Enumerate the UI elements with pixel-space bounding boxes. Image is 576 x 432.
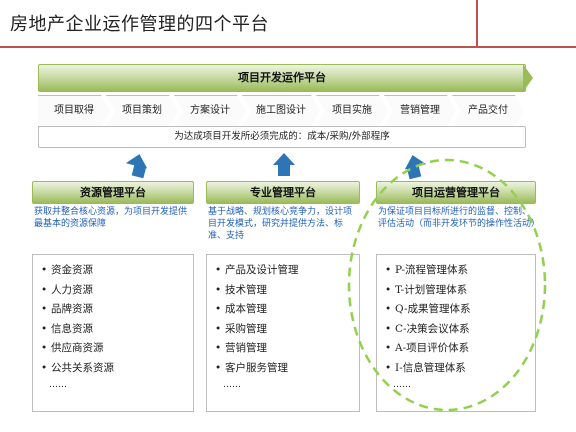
list-item: •I-信息管理体系	[385, 361, 466, 374]
platform-resource-list: •资金资源 •人力资源 •品牌资源 •信息资源 •供应商资源 •公共关系资源 ……	[32, 254, 194, 412]
list-item: •技术管理	[215, 283, 267, 296]
step-3: 方案设计	[174, 95, 246, 127]
platform-professional-header: 专业管理平台	[206, 181, 360, 204]
title-underline	[0, 46, 576, 48]
step-7: 产品交付	[452, 95, 524, 127]
list-item: •营销管理	[215, 342, 267, 354]
list-item: •C-决策会议体系	[385, 322, 470, 335]
platform-professional-list: •产品及设计管理 •技术管理 •成本管理 •采购管理 •营销管理 •客户服务管理…	[206, 254, 360, 412]
list-item: •供应商资源	[41, 342, 104, 354]
step-4: 施工图设计	[242, 95, 320, 127]
project-dev-platform-band: 项目开发运作平台	[38, 64, 526, 92]
list-more: ……	[223, 380, 241, 390]
platform-professional-desc: 基于战略、规划核心竞争力，设计项目开发模式，研究并提供方法、标准、支持	[208, 207, 353, 241]
platform-operation-header: 项目运营管理平台	[376, 181, 536, 204]
requirement-bar: 为达成项目开发所必须完成的：成本/采购/外部程序	[38, 126, 526, 148]
list-item: •P-流程管理体系	[385, 264, 469, 276]
process-steps: 项目取得 项目策划 方案设计 施工图设计 项目实施 营销管理 产品交付	[38, 95, 524, 125]
platform-operation-list: •P-流程管理体系 •T-计划管理体系 •Q-成果管理体系 •C-决策会议体系 …	[376, 254, 536, 412]
page-title: 房地产企业运作管理的四个平台	[10, 14, 269, 35]
list-item: •客户服务管理	[215, 361, 288, 374]
list-item: •人力资源	[41, 283, 93, 296]
platform-resource-header: 资源管理平台	[32, 181, 194, 204]
title-divider	[476, 0, 478, 47]
list-item: •Q-成果管理体系	[385, 303, 471, 315]
list-item: •资金资源	[41, 264, 93, 276]
list-more: ……	[393, 380, 411, 390]
list-item: •A-项目评价体系	[385, 342, 470, 354]
band-arrow-tip	[523, 64, 533, 92]
list-more: ……	[49, 380, 67, 390]
step-5: 项目实施	[316, 95, 388, 127]
list-item: •T-计划管理体系	[385, 283, 468, 296]
list-item: •公共关系资源	[41, 361, 114, 374]
list-item: •品牌资源	[41, 303, 93, 315]
platform-operation-desc: 为保证项目目标所进行的监督、控制、评估活动（而非开发环节的操作性活动）	[378, 207, 541, 229]
step-2: 项目策划	[106, 95, 178, 127]
step-1: 项目取得	[38, 95, 110, 127]
list-item: •采购管理	[215, 322, 267, 335]
platform-resource-desc: 获取并整合核心资源，为项目开发提供最基本的资源保障	[34, 207, 188, 229]
list-item: •信息资源	[41, 322, 93, 335]
list-item: •产品及设计管理	[215, 264, 299, 276]
step-6: 营销管理	[384, 95, 456, 127]
list-item: •成本管理	[215, 303, 267, 315]
